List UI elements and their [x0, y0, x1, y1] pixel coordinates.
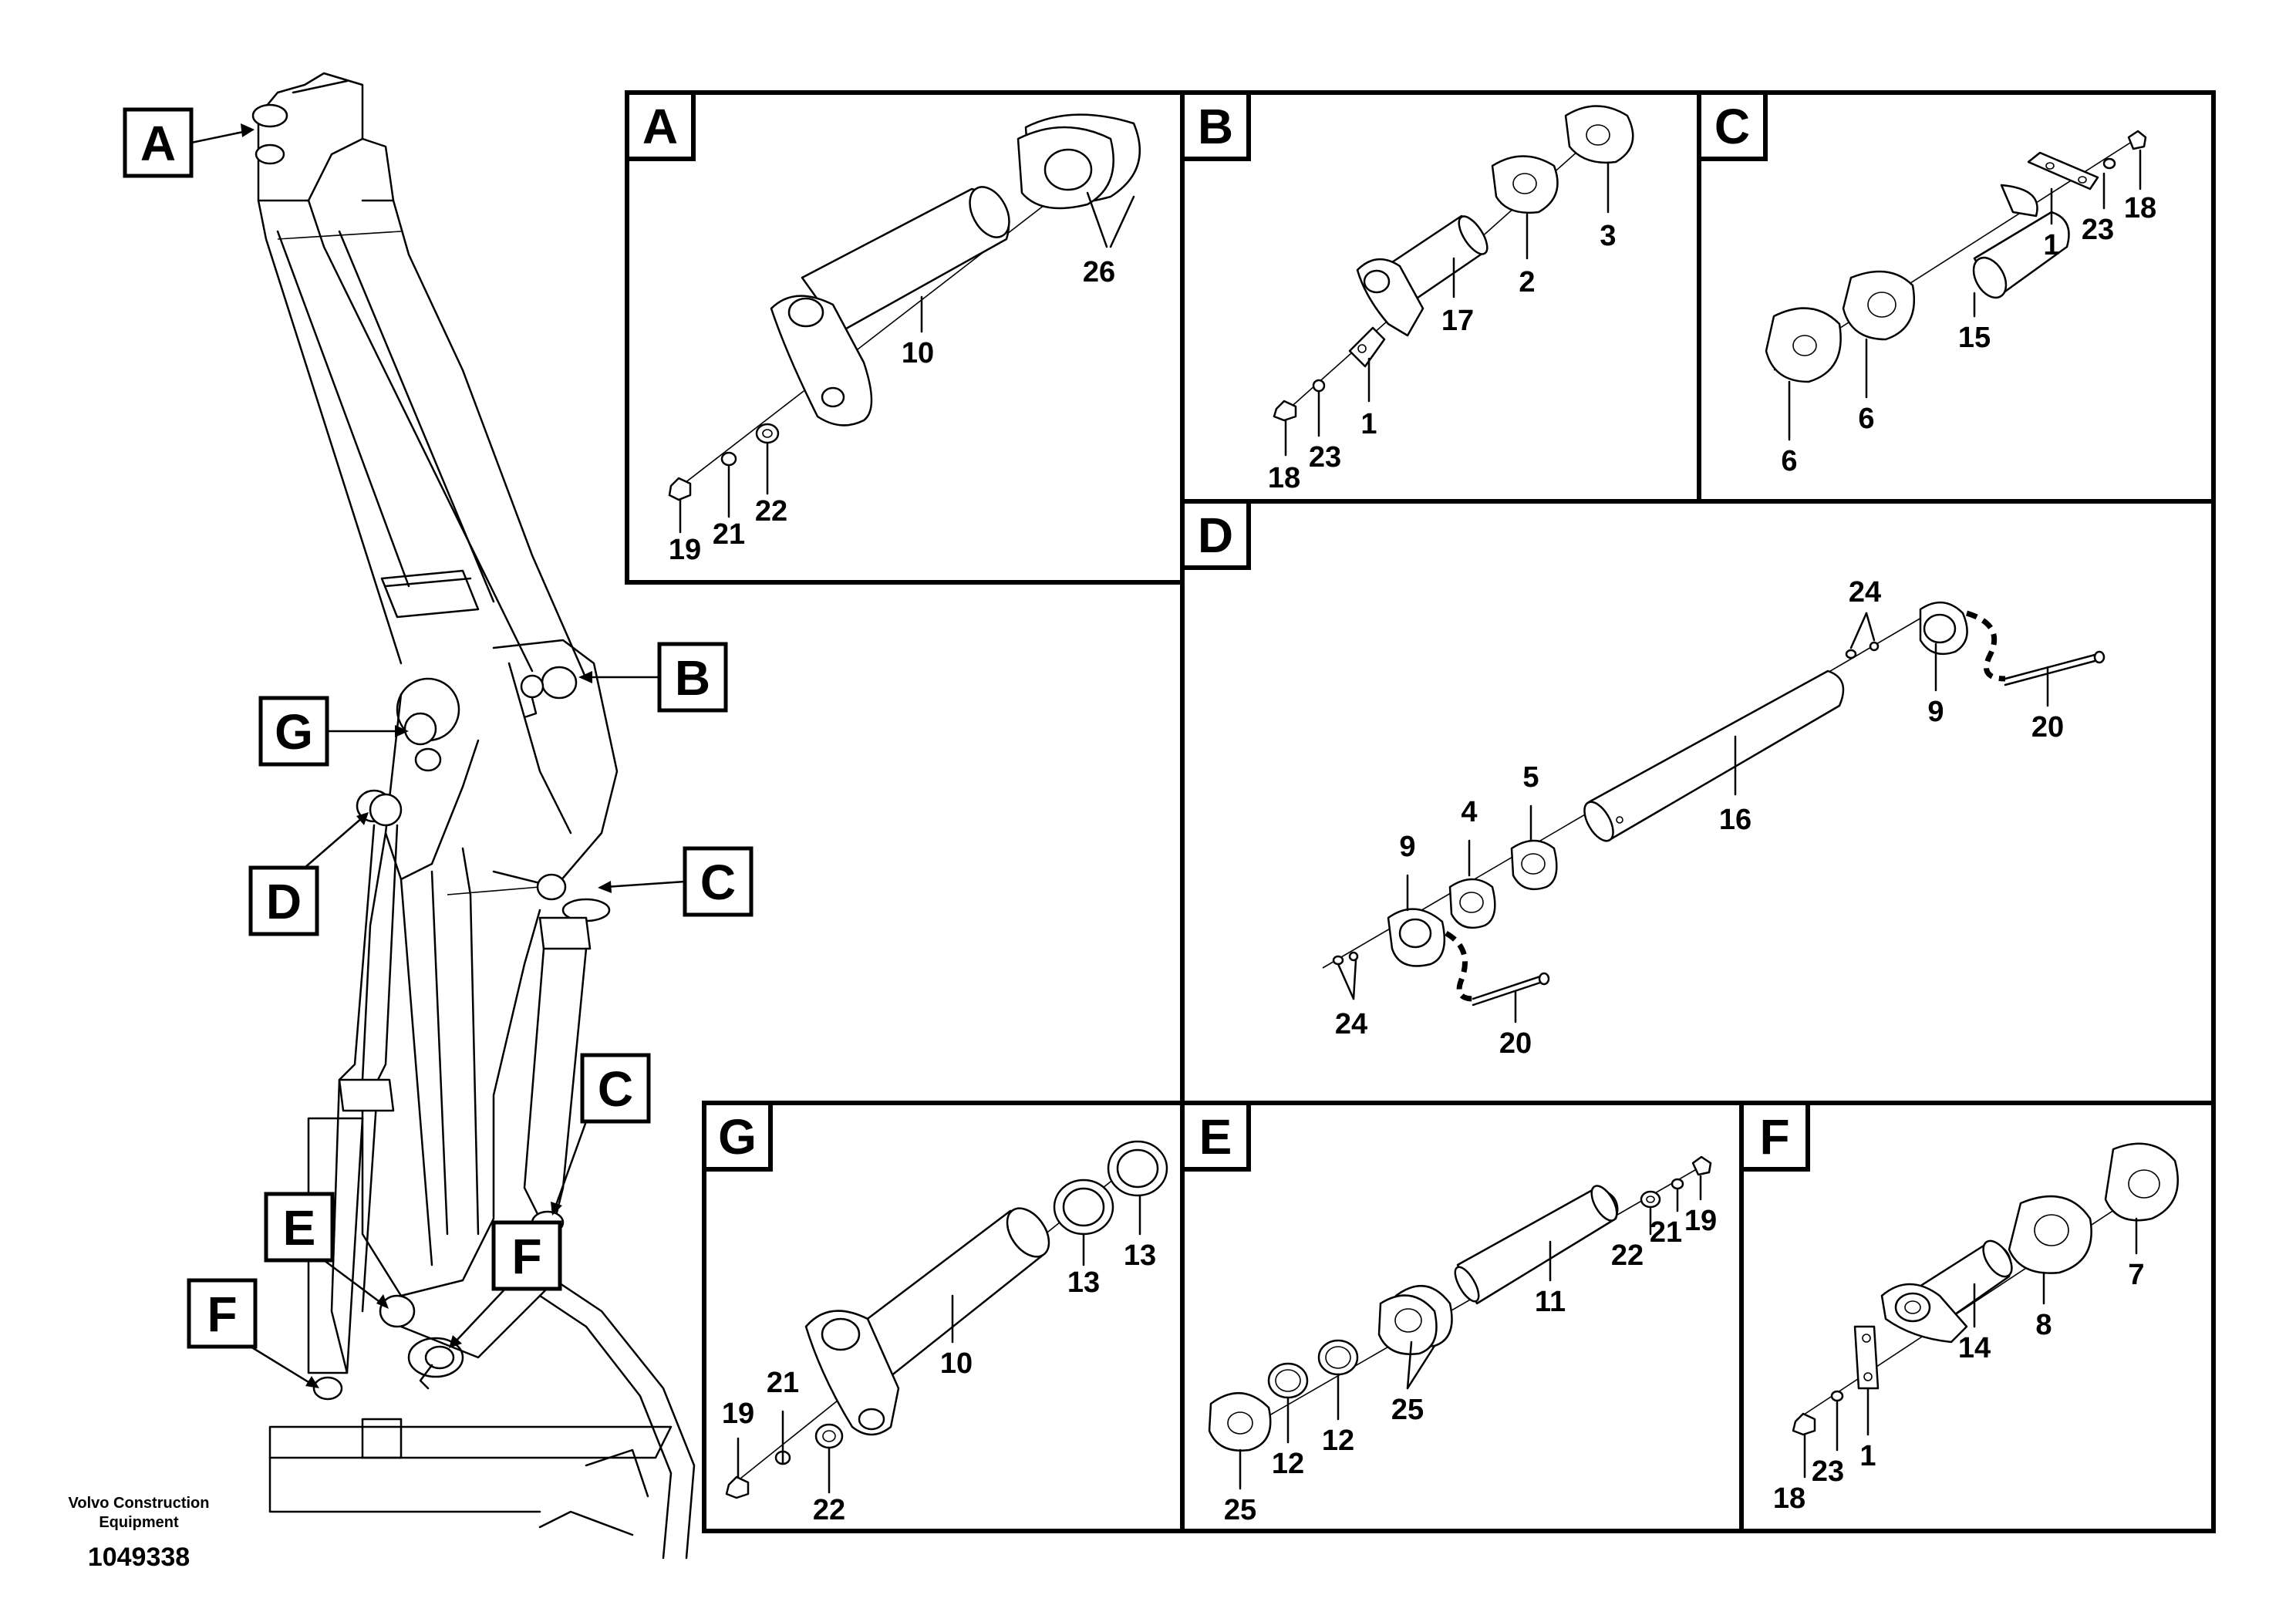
- label-E-21: 21: [1650, 1216, 1682, 1249]
- label-F-23: 23: [1812, 1455, 1844, 1488]
- label-B-1: 1: [1360, 408, 1377, 440]
- document-number: 1049338: [88, 1543, 190, 1572]
- label-E-11: 11: [1535, 1286, 1566, 1318]
- label-B-17: 17: [1441, 305, 1474, 337]
- label-F-14: 14: [1958, 1332, 1991, 1364]
- svg-text:D: D: [1198, 508, 1233, 563]
- label-A-19: 19: [669, 534, 701, 566]
- svg-text:G: G: [275, 704, 313, 760]
- label-F-18: 18: [1773, 1482, 1805, 1515]
- label-E-12-right: 12: [1322, 1425, 1354, 1457]
- svg-text:C: C: [598, 1061, 633, 1117]
- label-D-24-top: 24: [1849, 576, 1881, 609]
- svg-text:F: F: [1759, 1109, 1789, 1165]
- label-D-9-right: 9: [1927, 696, 1944, 728]
- label-A-10: 10: [902, 337, 934, 369]
- label-A-26: 26: [1083, 256, 1115, 288]
- label-E-25-left: 25: [1224, 1494, 1256, 1526]
- label-D-20-right: 20: [2031, 711, 2064, 744]
- label-G-13-right: 13: [1124, 1239, 1156, 1272]
- label-C-1: 1: [2043, 229, 2059, 261]
- label-D-16: 16: [1719, 804, 1752, 836]
- panel-D-parts: 24 9 20 16 5 4 9 24 20: [1322, 576, 2106, 1060]
- svg-text:C: C: [700, 855, 736, 910]
- label-C-15: 15: [1958, 322, 1991, 354]
- label-E-12-left: 12: [1272, 1448, 1304, 1480]
- svg-text:C: C: [1714, 99, 1750, 154]
- svg-text:F: F: [511, 1229, 541, 1284]
- label-G-21: 21: [767, 1367, 799, 1399]
- label-D-4: 4: [1461, 796, 1477, 828]
- callout-D: D: [248, 812, 369, 936]
- callout-F-right: F: [449, 1220, 562, 1348]
- label-E-25-right: 25: [1391, 1394, 1424, 1426]
- svg-text:E: E: [283, 1200, 316, 1256]
- svg-text:B: B: [1198, 99, 1233, 154]
- label-A-21: 21: [713, 518, 745, 551]
- panel-E-frame: [1180, 1101, 1744, 1533]
- svg-text:A: A: [642, 99, 678, 154]
- callout-A: A: [123, 107, 255, 178]
- panel-A-letter: A: [625, 90, 696, 161]
- label-G-10: 10: [940, 1347, 973, 1380]
- panel-F-frame: [1739, 1101, 2216, 1533]
- svg-text:D: D: [266, 874, 302, 929]
- svg-text:E: E: [1199, 1109, 1232, 1165]
- callout-B: B: [578, 642, 728, 713]
- label-B-3: 3: [1600, 220, 1616, 252]
- label-D-24-bottom: 24: [1335, 1008, 1367, 1040]
- panel-F-letter: F: [1739, 1101, 1810, 1172]
- panel-E-parts: 19 21 22 11 25 12 12 25: [1208, 1155, 1717, 1526]
- callout-F-left: F: [187, 1278, 319, 1388]
- label-E-19: 19: [1684, 1205, 1717, 1237]
- label-B-18: 18: [1268, 462, 1300, 494]
- label-C-23: 23: [2082, 214, 2114, 246]
- label-F-7: 7: [2128, 1259, 2144, 1291]
- panel-C-parts: 1 18 23 15 6 6: [1765, 130, 2156, 477]
- credit-line2: Equipment: [99, 1514, 179, 1531]
- label-D-5: 5: [1522, 761, 1539, 794]
- panel-D-letter: D: [1180, 499, 1251, 570]
- label-E-22: 22: [1611, 1239, 1644, 1272]
- panel-E-letter: E: [1180, 1101, 1251, 1172]
- label-F-8: 8: [2035, 1309, 2052, 1341]
- credit-line1: Volvo Construction: [69, 1495, 210, 1512]
- label-B-23: 23: [1309, 441, 1341, 474]
- panel-A-parts: 26 10 22 21 19: [668, 113, 1141, 566]
- label-C-6a: 6: [1858, 403, 1874, 435]
- label-A-22: 22: [755, 495, 787, 528]
- panel-G-parts: 13 13 10 21 19 22: [722, 1140, 1168, 1526]
- label-B-2: 2: [1519, 266, 1535, 298]
- label-C-18: 18: [2124, 192, 2156, 224]
- panel-G-letter: G: [702, 1101, 773, 1172]
- panel-B-parts: 3 2 17 1 23 18: [1268, 105, 1634, 494]
- panel-B-letter: B: [1180, 90, 1251, 161]
- panel-F-parts: 7 8 14 1 23 18: [1773, 1142, 2179, 1515]
- svg-text:A: A: [140, 116, 176, 171]
- label-D-9-left: 9: [1399, 831, 1415, 863]
- svg-text:F: F: [207, 1286, 237, 1342]
- label-G-22: 22: [813, 1494, 845, 1526]
- callout-E: E: [264, 1192, 389, 1309]
- callout-C-upper: C: [598, 846, 754, 917]
- label-D-20-left: 20: [1499, 1027, 1532, 1060]
- label-F-1: 1: [1859, 1440, 1876, 1472]
- panel-C-frame: [1697, 90, 2216, 504]
- boom-overview: [251, 72, 696, 1560]
- label-C-6b: 6: [1781, 445, 1797, 477]
- panel-C-letter: C: [1697, 90, 1768, 161]
- label-G-19: 19: [722, 1398, 754, 1430]
- callout-C-lower: C: [551, 1053, 651, 1216]
- svg-text:B: B: [675, 650, 710, 706]
- callout-G: G: [258, 696, 409, 767]
- label-G-13-left: 13: [1067, 1266, 1100, 1299]
- svg-text:G: G: [718, 1109, 757, 1165]
